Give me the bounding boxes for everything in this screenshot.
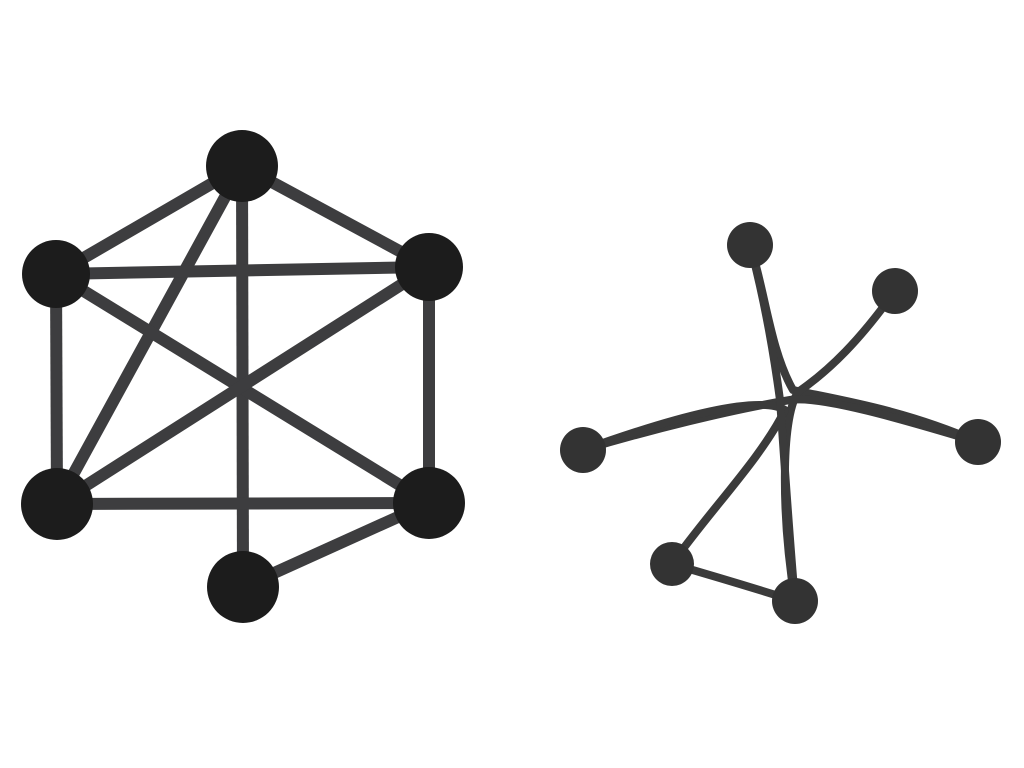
right-node-bottom xyxy=(772,578,818,624)
left-graph xyxy=(21,130,465,623)
left-edge-upper-left-lower-left xyxy=(50,273,63,505)
left-node-top xyxy=(206,130,278,202)
left-node-bottom xyxy=(207,551,279,623)
right-node-left xyxy=(560,427,606,473)
right-edge-bottom-top xyxy=(746,241,799,605)
right-graph-edges xyxy=(579,241,982,605)
right-node-lower-left xyxy=(650,542,694,586)
right-graph-nodes xyxy=(560,222,1001,624)
left-edge-lower-left-lower-right xyxy=(56,497,430,510)
right-edge-left-lower-left xyxy=(579,401,789,568)
right-node-right xyxy=(955,419,1001,465)
left-node-lower-left xyxy=(21,468,93,540)
left-edge-top-bottom xyxy=(236,165,249,588)
left-edge-upper-left-upper-right xyxy=(55,261,430,280)
right-graph xyxy=(560,222,1001,624)
left-edge-upper-right-lower-left xyxy=(53,261,433,510)
left-node-lower-right xyxy=(393,467,465,539)
left-node-upper-right xyxy=(395,233,463,301)
left-graph-nodes xyxy=(21,130,465,623)
right-node-upper-right xyxy=(872,268,918,314)
right-node-top xyxy=(727,222,773,268)
left-node-upper-left xyxy=(22,240,90,308)
